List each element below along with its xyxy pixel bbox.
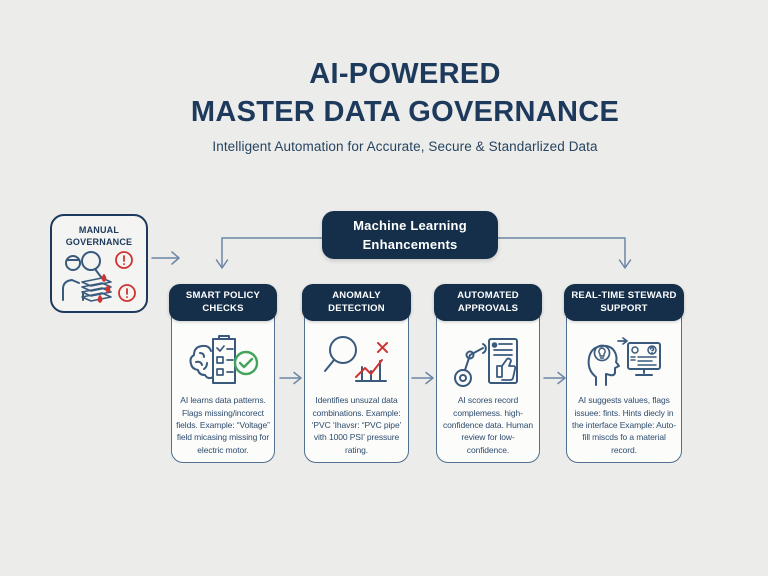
card-automated-approvals: AUTOMATED APPROVALS AI scores reco <box>434 284 542 463</box>
page-title-line2: MASTER DATA GOVERNANCE <box>190 95 620 128</box>
card-body: AI suggests values, flags issuee: fints.… <box>567 326 681 462</box>
ml-enhancements-box: Machine Learning Enhancements <box>322 211 498 259</box>
card-description: AI suggests values, flags issuee: fints.… <box>572 395 676 455</box>
card-body: Identifies unsuzal data combinations. Ex… <box>305 326 408 462</box>
card-description: AI learns data patterns. Flags missing/i… <box>176 395 270 455</box>
card-icon-wrap <box>186 332 260 390</box>
card-description: AI scores record complemess. high-confid… <box>443 395 533 455</box>
page-title-line1: AI-POWERED <box>309 58 501 90</box>
card-body: AI scores record complemess. high-confid… <box>437 326 539 462</box>
card-title: ANOMALY DETECTION <box>302 284 411 321</box>
card2-to-card3-arrow <box>411 371 434 385</box>
card-smart-policy-checks: SMART POLICY CHECKS AI learns <box>169 284 277 463</box>
card-anomaly-detection: ANOMALY DETECTION Identifies unsuzal dat… <box>302 284 411 463</box>
robot-arm-approval-icon <box>454 338 518 388</box>
ml-to-card4-connector <box>497 237 632 269</box>
ml-enhancements-label-line2: Enhancements <box>362 237 458 252</box>
manual-governance-box: MANUAL GOVERNANCE <box>50 214 148 313</box>
card-icon-wrap <box>451 332 525 390</box>
card-real-time-steward-support: REAL-TIME STEWARD SUPPORT <box>564 284 684 463</box>
card-title: REAL-TIME STEWARD SUPPORT <box>564 284 684 321</box>
ml-enhancements-label-line1: Machine Learning <box>353 217 467 233</box>
card-icon-wrap <box>584 332 664 390</box>
card-title: SMART POLICY CHECKS <box>169 284 277 321</box>
head-bulb-monitor-icon <box>587 337 661 387</box>
page-header: AI-POWERED MASTER DATA GOVERNANCE Intell… <box>42 56 768 154</box>
manual-to-flow-arrow <box>151 251 180 265</box>
magnifier-anomaly-chart-icon <box>323 336 388 383</box>
ml-to-card1-connector <box>215 237 323 269</box>
card1-to-card2-arrow <box>279 371 302 385</box>
card-description: Identifies unsuzal data combinations. Ex… <box>311 395 402 455</box>
card-title: AUTOMATED APPROVALS <box>434 284 542 321</box>
person-magnifier-paper-stack-icon <box>62 251 136 304</box>
brain-checklist-icon <box>189 335 259 385</box>
page-subtitle: Intelligent Automation for Accurate, Sec… <box>212 139 598 155</box>
card-icon-wrap <box>320 332 394 390</box>
manual-governance-label: MANUAL GOVERNANCE <box>65 225 133 248</box>
card-body: AI learns data patterns. Flags missing/i… <box>172 326 274 462</box>
card3-to-card4-arrow <box>543 371 566 385</box>
